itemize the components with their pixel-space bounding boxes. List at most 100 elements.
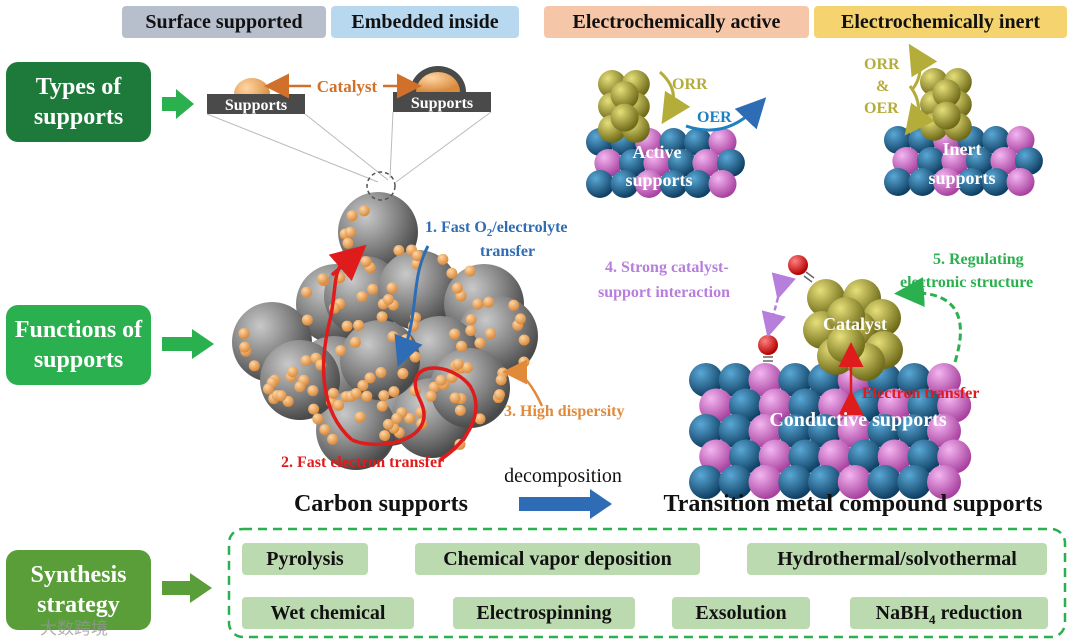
f1-line1: 1. Fast O2/electrolyte	[425, 219, 568, 239]
catalyst-particle	[454, 404, 466, 416]
catalyst-particle	[239, 341, 251, 353]
inert-support-crystal	[884, 68, 1043, 196]
catalyst-particle	[397, 368, 409, 380]
pink-atom	[1006, 126, 1035, 154]
catalyst-particle	[367, 283, 379, 295]
catalyst-particle	[376, 400, 388, 412]
pink-atom	[990, 147, 1019, 175]
orr-label: ORR	[672, 76, 708, 93]
gold-atom	[932, 79, 961, 108]
synthesis-frame	[227, 527, 1067, 639]
catalyst-particle	[411, 250, 423, 262]
blue-atom	[897, 465, 932, 499]
catalyst-particle	[465, 325, 477, 337]
method-nabh4: NaBH4 reduction	[850, 597, 1048, 629]
inert-supports-line1: Inert	[943, 139, 982, 159]
blue-atom	[610, 170, 639, 198]
pink-atom	[892, 147, 921, 175]
catalyst-particle	[341, 320, 353, 332]
catalyst-particle	[425, 390, 437, 402]
catalyst-particle	[344, 226, 356, 238]
catalyst-particle	[349, 336, 361, 348]
blue-atom	[907, 439, 942, 474]
catalyst-particle	[364, 372, 376, 384]
catalyst-particle	[474, 337, 486, 349]
catalyst-particle	[461, 362, 473, 374]
pink-atom	[877, 439, 912, 474]
f4-line2: support interaction	[598, 284, 730, 301]
blue-atom	[957, 168, 986, 196]
catalyst-particle	[464, 265, 476, 277]
catalyst-particle	[354, 411, 366, 423]
method-pyrolysis: Pyrolysis	[242, 543, 368, 575]
catalyst-particle	[518, 356, 530, 368]
carbon-sphere	[378, 250, 458, 330]
blue-atom	[965, 147, 994, 175]
section-functions-of-supports: Functions of supports	[6, 305, 151, 385]
amp-label: &	[876, 78, 889, 95]
catalyst-particle	[327, 387, 339, 399]
blue-atom	[847, 439, 882, 474]
catalyst-text: Catalyst	[823, 314, 887, 334]
blue-atom	[808, 465, 842, 499]
catalyst-particle	[342, 237, 354, 249]
pink-atom	[933, 168, 961, 196]
blue-atom	[907, 388, 942, 423]
catalyst-particle	[275, 390, 287, 402]
oer-inert-label: OER	[864, 100, 899, 117]
gold-atom	[610, 81, 639, 110]
pink-atom	[699, 439, 734, 474]
f5-line2: electronic structure	[900, 274, 1033, 291]
oer-label: OER	[697, 109, 732, 126]
decomposition-label: decomposition	[504, 465, 622, 487]
catalyst-particle	[446, 267, 458, 279]
catalyst-particle	[495, 374, 507, 386]
active-supports-line1: Active	[633, 142, 682, 162]
section-synthesis-strategy: Synthesis strategy	[6, 550, 151, 630]
tm-support-crystal	[689, 363, 972, 499]
pink-atom	[818, 439, 853, 474]
pink-atom	[699, 388, 734, 423]
catalyst-particle	[300, 286, 312, 298]
blue-atom	[982, 168, 1010, 196]
pink-atom	[758, 388, 793, 423]
catalyst-particle	[346, 210, 358, 222]
blue-atom	[897, 414, 932, 448]
catalyst-particle	[485, 328, 497, 340]
blue-atom	[716, 149, 745, 177]
zoom-circle	[366, 171, 396, 201]
catalyst-particle	[287, 366, 299, 378]
catalyst-particle	[350, 387, 362, 399]
catalyst-particle	[353, 319, 365, 331]
pink-atom	[837, 414, 872, 448]
active-supports-line2: supports	[625, 170, 692, 190]
catalyst-particle	[308, 403, 320, 415]
catalyst-particle	[300, 355, 312, 367]
dispersity-arrow	[502, 359, 544, 407]
pink-atom	[708, 128, 737, 156]
conductive-supports-text: Conductive supports	[769, 409, 946, 431]
gold-atom	[610, 103, 639, 132]
catalyst-particle	[378, 390, 390, 402]
supports-label-right: Supports	[411, 95, 473, 112]
f1-line2: transfer	[480, 243, 535, 260]
decomposition-arrow	[519, 489, 612, 519]
catalyst-particle	[379, 430, 391, 442]
blue-atom	[808, 414, 842, 448]
pink-atom	[1006, 168, 1035, 196]
catalyst-particle	[483, 296, 495, 308]
pink-atom	[937, 439, 972, 474]
blue-atom	[778, 414, 813, 448]
method-wet-chemical: Wet chemical	[242, 597, 414, 629]
adsorbate-top	[788, 255, 815, 283]
catalyst-particle	[327, 433, 339, 445]
inert-arrow-up	[908, 43, 938, 91]
blue-atom	[728, 388, 763, 423]
method-electrospinning: Electrospinning	[453, 597, 635, 629]
catalyst-particle	[514, 313, 526, 325]
method-hydrothermal: Hydrothermal/solvothermal	[747, 543, 1047, 575]
pink-atom	[635, 170, 663, 198]
catalyst-particle	[404, 412, 416, 424]
catalyst-particle	[465, 314, 477, 326]
catalyst-particle	[357, 379, 369, 391]
